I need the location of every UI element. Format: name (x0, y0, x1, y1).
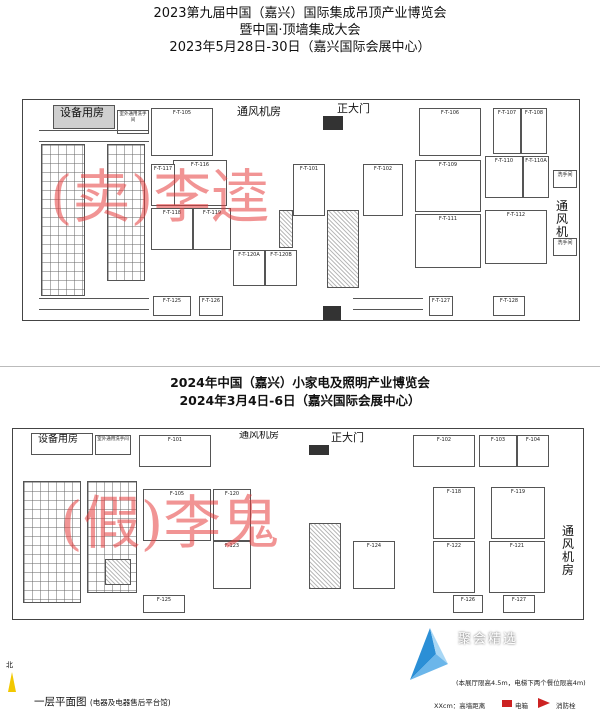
top-floor-plan: 设备用房 室外通用洗手间 通风机房 正大门 F-T-105 F-T-106 F-… (22, 99, 580, 321)
hall-F-T-109: F-T-109 (415, 160, 481, 212)
top-vent-room: 通风机房 (233, 106, 289, 126)
hall-F-102: F-102 (413, 435, 475, 467)
bottom-booth-grid-left (23, 481, 81, 603)
hall-F-T-110: F-T-110 (485, 156, 523, 198)
hall-F-T-110A: F-T-110A (523, 156, 549, 198)
hall-F-T-106: F-T-106 (419, 108, 481, 156)
hall-F-124: F-124 (353, 541, 395, 589)
hall-F-122: F-122 (433, 541, 475, 593)
hall-F-T-120B: F-T-120B (265, 250, 297, 286)
hall-F-T-101: F-T-101 (293, 164, 325, 216)
hall-F-T-112: F-T-112 (485, 210, 547, 264)
hall-F-T-127: F-T-127 (429, 296, 453, 316)
hall-F-101: F-101 (139, 435, 211, 467)
legend-elec: 电箱 (515, 702, 528, 710)
bottom-central-stairs (309, 523, 341, 589)
fire-hydrant-icon (538, 698, 550, 708)
top-side-stairs (279, 210, 293, 248)
hall-F-T-126: F-T-126 (199, 296, 223, 316)
top-booth-grid-left (41, 144, 85, 296)
north-label: 北 (6, 661, 13, 669)
brand-logo-icon (406, 624, 450, 682)
hall-F-T-116: F-T-116 (173, 160, 227, 206)
north-arrow-icon (8, 672, 16, 692)
legend-xx: XXcm：高墙距离 (434, 702, 486, 710)
section-divider (0, 366, 600, 367)
hall-F-103: F-103 (479, 435, 517, 467)
bottom-floor-plan: 设备用房 室外通用洗手间 通风机房 正大门 F-101 F-102 F-103 … (12, 428, 584, 620)
hall-F-118: F-118 (433, 487, 475, 539)
hall-F-T-120A: F-T-120A (233, 250, 265, 286)
top-booth-strip-bottom-mid (353, 298, 423, 310)
hall-F-127: F-127 (503, 595, 535, 613)
top-equipment-room: 设备用房 (53, 105, 115, 129)
top-washroom-right-1: 洗手间 (553, 170, 577, 188)
hall-F-T-105: F-T-105 (151, 108, 213, 156)
hall-F-120: F-120 (213, 489, 251, 541)
top-title-line2: 暨中国·顶墙集成大会 (239, 23, 361, 38)
bottom-main-gate: 正大门 (331, 431, 364, 444)
legend-note: (本展厅限高4.5m，电梯下两个餐位限高4m) (456, 679, 586, 687)
hall-F-T-119: F-T-119 (193, 208, 231, 250)
bottom-title-line2: 2024年3月4日-6日（嘉兴国际会展中心） (179, 393, 421, 408)
bottom-left-stairs (105, 559, 131, 585)
top-booth-grid-mid (107, 144, 145, 281)
hall-F-121: F-121 (489, 541, 545, 593)
hall-F-T-111: F-T-111 (415, 214, 481, 268)
legend-fire: 消防栓 (556, 702, 576, 710)
hall-F-T-102: F-T-102 (363, 164, 403, 216)
hall-F-105: F-105 (143, 489, 211, 541)
hall-F-126: F-126 (453, 595, 483, 613)
top-title-line1: 2023第九届中国（嘉兴）国际集成吊顶产业博览会 (153, 6, 447, 21)
top-title-line3: 2023年5月28日-30日（嘉兴国际会展中心） (169, 40, 431, 55)
top-washroom-right-2: 洗手间 (553, 238, 577, 256)
top-booth-strip (39, 130, 149, 142)
bottom-gate-marker (309, 445, 329, 455)
hall-F-104: F-104 (517, 435, 549, 467)
top-central-stairs (327, 210, 359, 288)
hall-F-T-117: F-T-117 (151, 164, 175, 206)
hall-F-119: F-119 (491, 487, 545, 539)
hall-F-T-125: F-T-125 (153, 296, 191, 316)
brand-text: 聚会精选 (458, 632, 519, 647)
floor-plan-label: 一层平面图 (电器及电器售后平台馆) (34, 696, 171, 708)
bottom-title-line1: 2024年中国（嘉兴）小家电及照明产业博览会 (170, 375, 430, 390)
hall-F-123: F-123 (213, 541, 251, 589)
bottom-vent-room-side: 通风机房 (561, 524, 574, 577)
hall-F-T-128: F-T-128 (493, 296, 525, 316)
bottom-equipment-room: 设备用房 (31, 433, 93, 455)
hall-F-T-107: F-T-107 (493, 108, 521, 154)
hall-F-T-108: F-T-108 (521, 108, 547, 154)
top-main-gate: 正大门 (337, 102, 370, 115)
top-gate-bottom-marker (323, 306, 341, 320)
bottom-vent-room: 通风机房 (233, 431, 289, 449)
electric-box-icon (502, 700, 512, 707)
top-booth-strip-bottom (39, 298, 149, 310)
hall-F-T-118: F-T-118 (151, 208, 193, 250)
hall-F-125: F-125 (143, 595, 185, 613)
bottom-outdoor-washroom: 室外通用洗手间 (95, 435, 131, 455)
top-gate-marker (323, 116, 343, 130)
